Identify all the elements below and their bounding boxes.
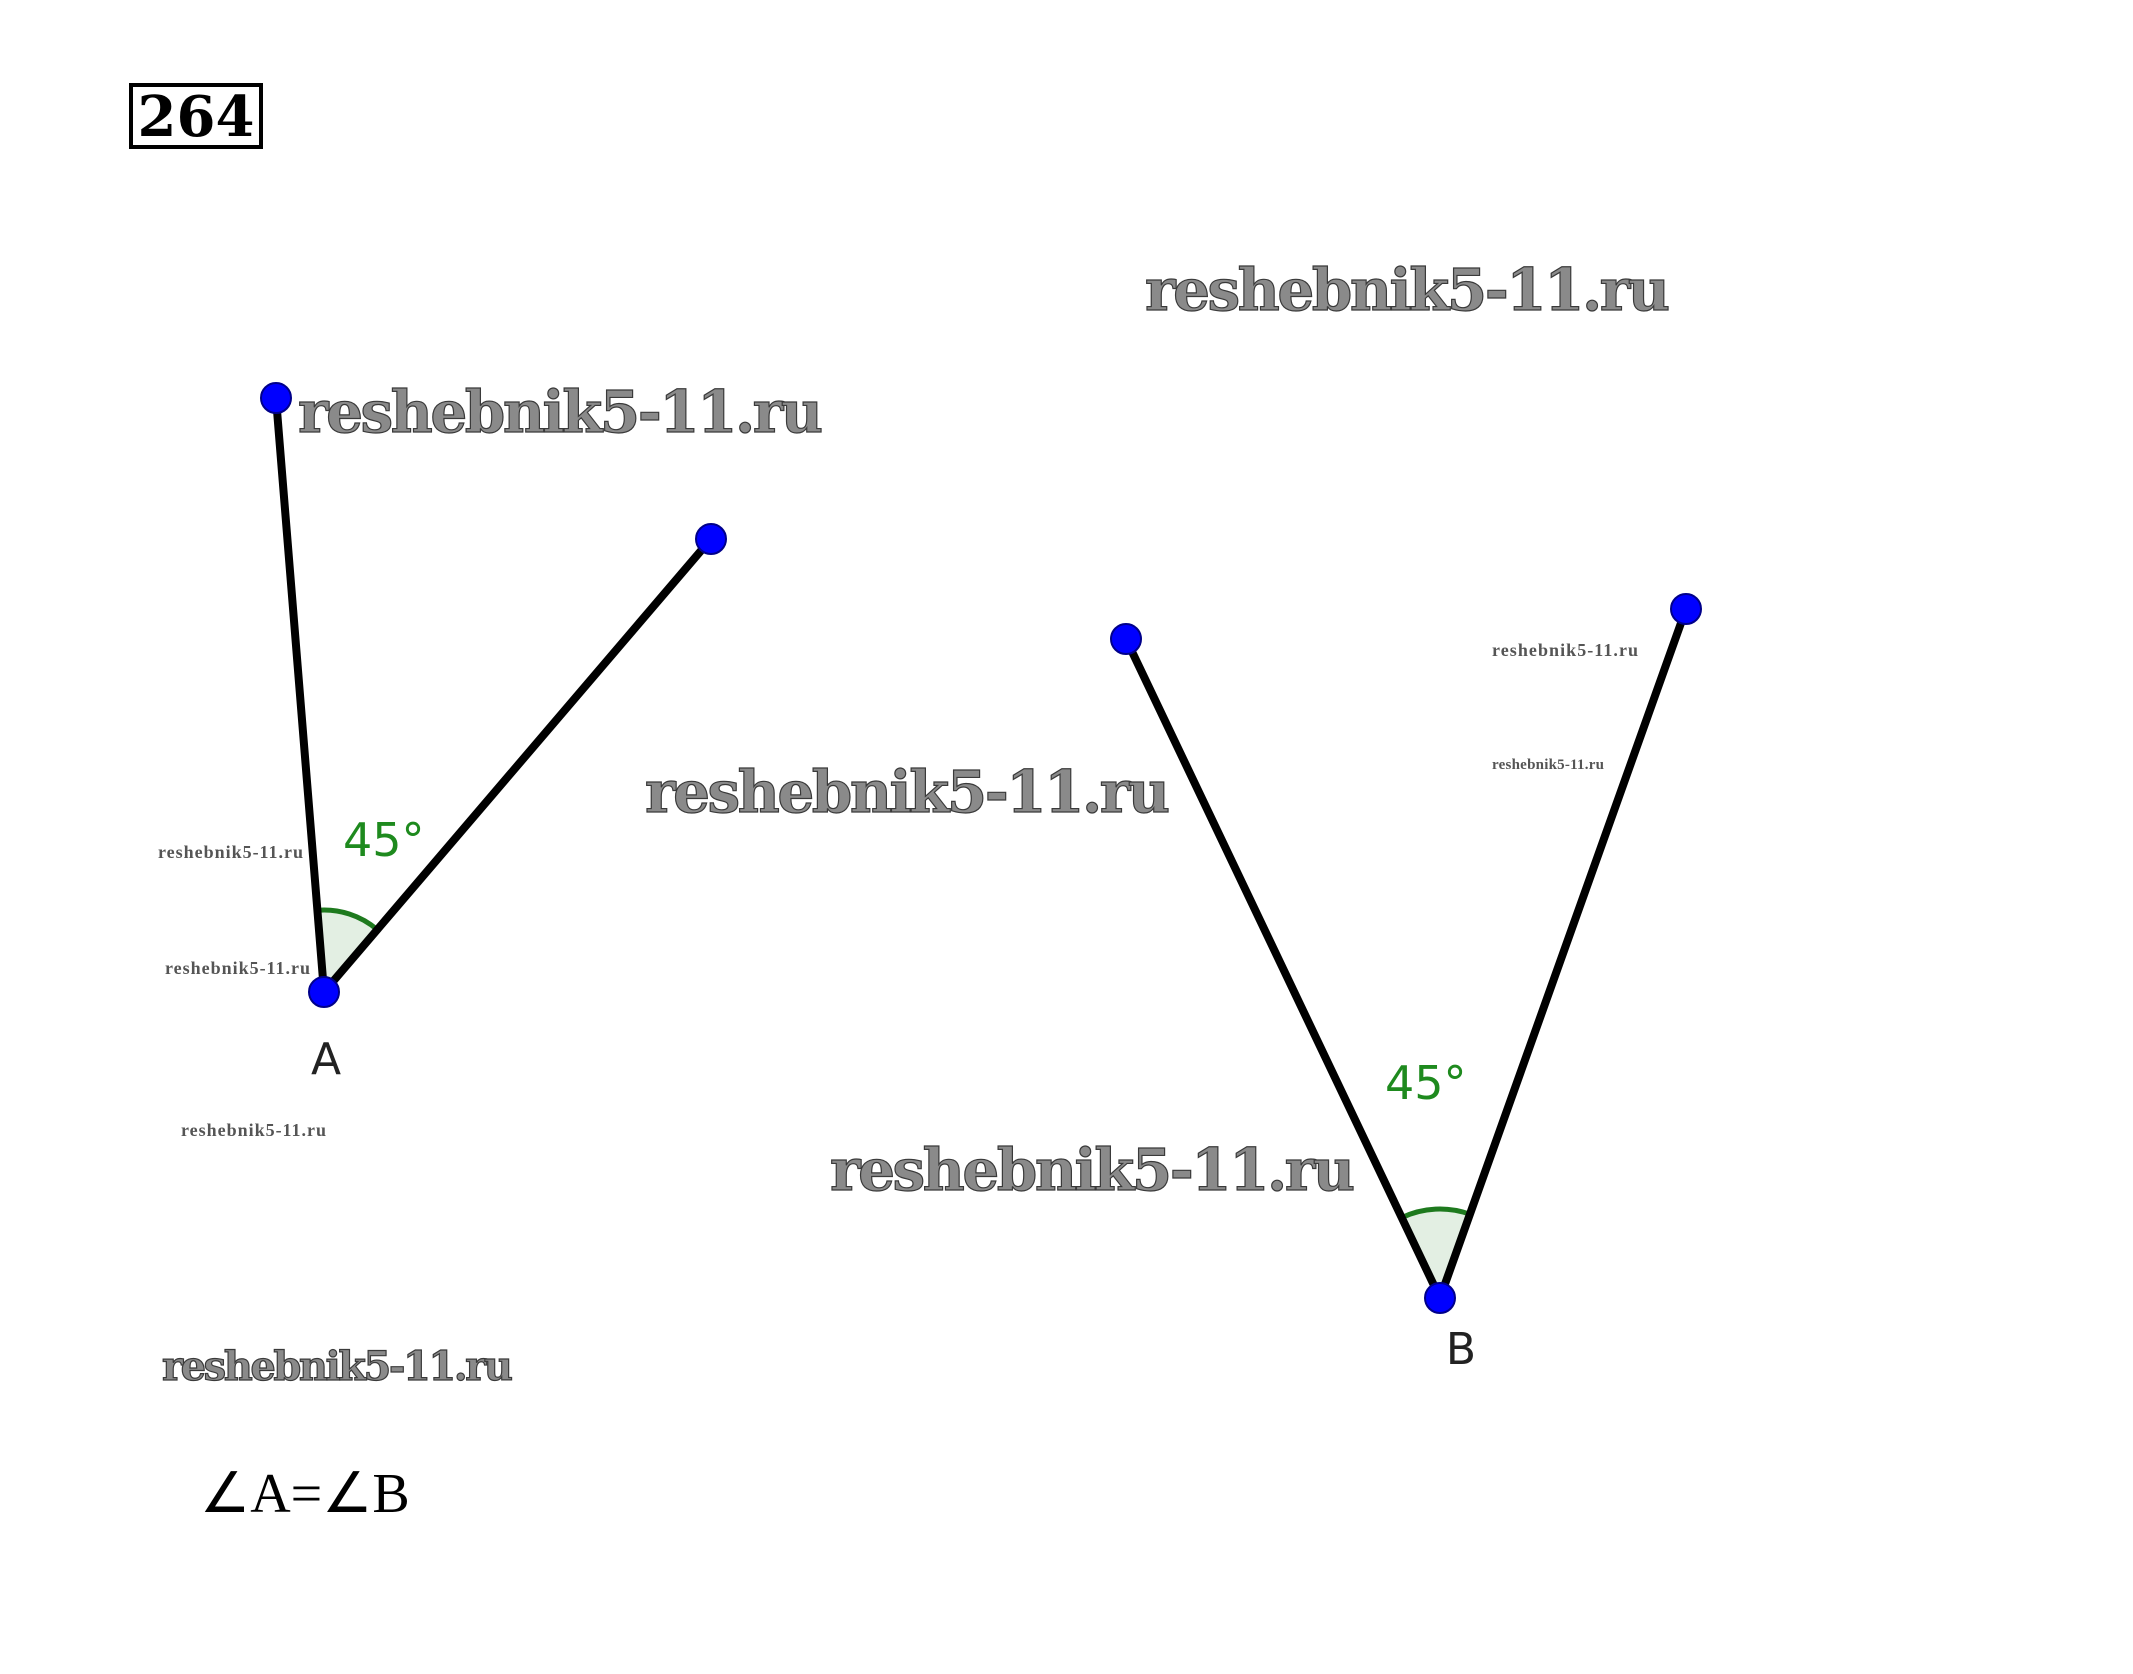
angle-a-figure: A 45° [260, 382, 727, 1085]
angle-a-arc [317, 907, 379, 932]
point-a-top [260, 382, 292, 414]
angle-a-sector [317, 910, 378, 992]
vertex-b-label: B [1446, 1324, 1476, 1375]
vertex-a [308, 976, 340, 1008]
angle-b-value: 45° [1385, 1056, 1467, 1110]
watermark: reshebnik5-11.ru [165, 958, 310, 978]
watermark: reshebnik5-11.ru [645, 758, 1170, 826]
problem-number-box: 264 [129, 83, 263, 150]
angle-a-value: 45° [343, 813, 425, 867]
point-a-right [695, 523, 727, 555]
watermark: reshebnik5-11.ru [158, 842, 303, 862]
vertex-a-label: A [311, 1034, 341, 1085]
point-b-right [1670, 593, 1702, 625]
segment-b-left [1122, 635, 1444, 1302]
angle-b-figure: B 45° [1110, 593, 1702, 1375]
watermark: reshebnik5-11.ru [1145, 256, 1670, 324]
watermark: reshebnik5-11.ru [830, 1136, 1355, 1204]
segment-b-right [1436, 605, 1690, 1302]
angle-b-arc [1400, 1206, 1471, 1220]
watermark: reshebnik5-11.ru [1492, 640, 1638, 660]
angle-b-sector [1401, 1208, 1470, 1298]
watermark: reshebnik5-11.ru [162, 1343, 513, 1390]
watermark: reshebnik5-11.ru [181, 1120, 326, 1140]
conclusion-equation: ∠A=∠B [200, 1463, 410, 1525]
problem-number: 264 [138, 84, 255, 150]
point-b-left [1110, 623, 1142, 655]
watermark: reshebnik5-11.ru [1492, 757, 1604, 773]
watermark: reshebnik5-11.ru [298, 378, 823, 446]
segment-a-right [320, 535, 715, 996]
vertex-b [1424, 1282, 1456, 1314]
segment-a-left [272, 394, 328, 996]
